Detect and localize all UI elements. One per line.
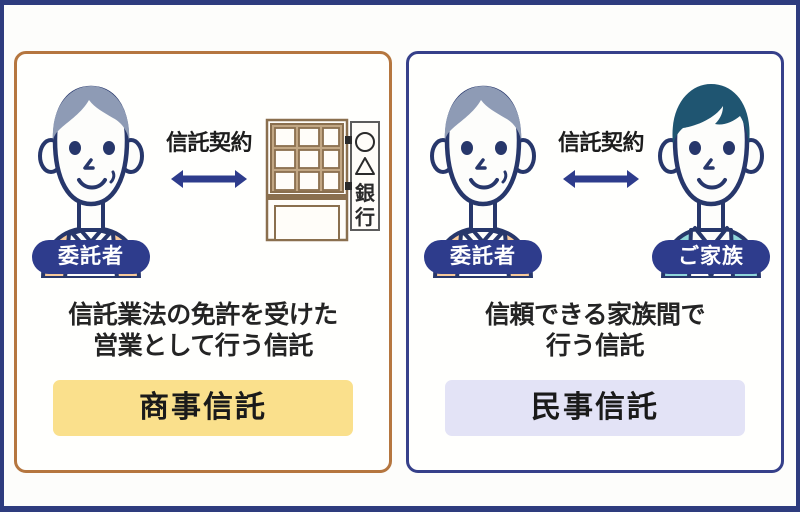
svg-text:銀: 銀 xyxy=(355,181,375,205)
panel-commercial-trust: 信託契約 xyxy=(14,51,392,473)
description-line: 行う信託 xyxy=(545,331,645,360)
badge-settlor: 委託者 xyxy=(32,240,150,274)
scene-commercial: 信託契約 xyxy=(17,54,389,280)
badge-settlor: 委託者 xyxy=(424,240,542,274)
relation-civil: 信託契約 xyxy=(541,132,661,197)
description-line: 信託業法の免許を受けた xyxy=(68,301,338,329)
panel-civil-trust: 信託契約 xyxy=(406,51,784,473)
description-commercial: 信託業法の免許を受けた 営業として行う信託 xyxy=(17,300,389,361)
description-civil: 信頼できる家族間で 行う信託 xyxy=(409,300,781,361)
relation-label: 信託契約 xyxy=(557,130,645,155)
relation-commercial: 信託契約 xyxy=(149,132,269,197)
scene-civil: 信託契約 xyxy=(409,54,781,280)
double-headed-arrow-icon xyxy=(149,166,269,197)
relation-label: 信託契約 xyxy=(165,130,253,155)
double-headed-arrow-icon xyxy=(541,166,661,197)
description-line: 信頼できる家族間で xyxy=(484,301,706,329)
bank-building-icon: 銀 行 xyxy=(263,114,383,244)
chip-civil-trust: 民事信託 xyxy=(445,380,745,436)
svg-text:行: 行 xyxy=(354,205,375,229)
badge-family: ご家族 xyxy=(652,240,770,274)
chip-commercial-trust: 商事信託 xyxy=(53,380,353,436)
description-line: 営業として行う信託 xyxy=(93,331,313,360)
